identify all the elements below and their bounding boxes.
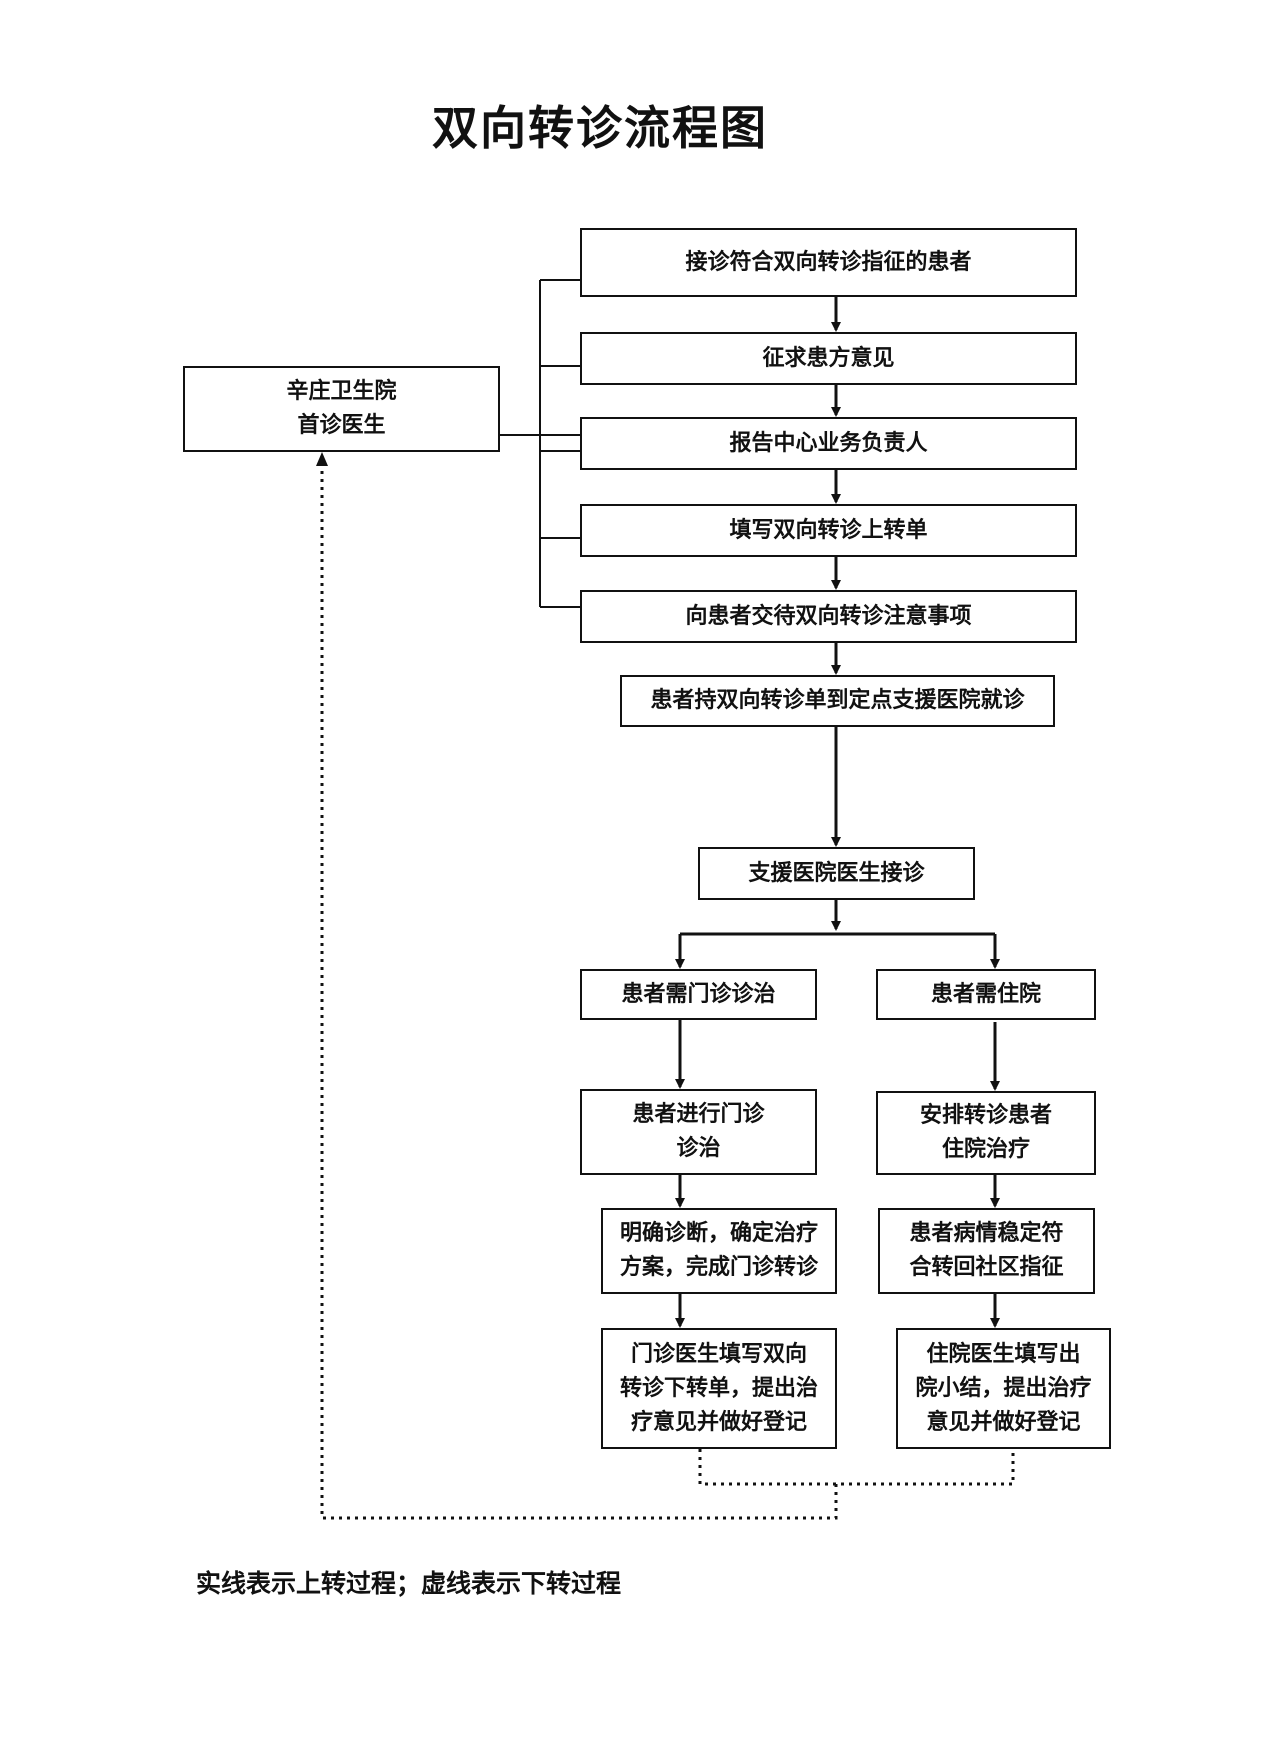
page-title: 双向转诊流程图 [432, 101, 768, 155]
node-condition-stable: 患者病情稳定符 合转回社区指征 [878, 1208, 1095, 1294]
node-inpatient-discharge-form: 住院医生填写出 院小结，提出治疗 意见并做好登记 [896, 1328, 1111, 1449]
node-support-doctor: 支援医院医生接诊 [698, 847, 975, 900]
solid-arrows [675, 297, 1000, 1328]
legend-note: 实线表示上转过程；虚线表示下转过程 [196, 1569, 622, 1598]
node-need-outpatient: 患者需门诊诊治 [580, 969, 817, 1020]
node-arrange-inpatient: 安排转诊患者 住院治疗 [876, 1091, 1096, 1175]
node-diagnose-plan: 明确诊断，确定治疗 方案，完成门诊转诊 [601, 1208, 837, 1294]
node-go-to-hospital: 患者持双向转诊单到定点支援医院就诊 [620, 675, 1055, 727]
return-arrowhead [316, 452, 328, 466]
node-first-doctor: 辛庄卫生院 首诊医生 [183, 366, 500, 452]
node-need-inpatient: 患者需住院 [876, 969, 1096, 1020]
node-report-supervisor: 报告中心业务负责人 [580, 417, 1077, 470]
dotted-return-path [320, 460, 1015, 1520]
node-do-outpatient: 患者进行门诊 诊治 [580, 1089, 817, 1175]
node-seek-consent: 征求患方意见 [580, 332, 1077, 385]
node-explain-notes: 向患者交待双向转诊注意事项 [580, 590, 1077, 643]
node-outpatient-downward-form: 门诊医生填写双向 转诊下转单，提出治 疗意见并做好登记 [601, 1328, 837, 1449]
left-bracket-lines [500, 279, 580, 608]
node-receive-patient: 接诊符合双向转诊指征的患者 [580, 228, 1077, 297]
node-fill-upward-form: 填写双向转诊上转单 [580, 504, 1077, 557]
